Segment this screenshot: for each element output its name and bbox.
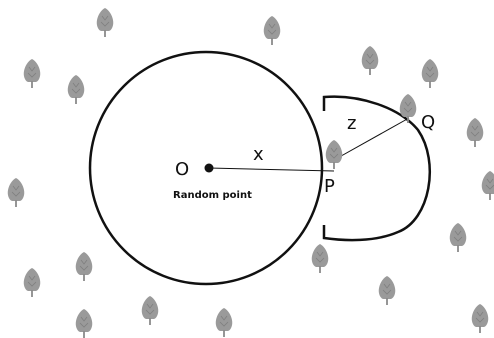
tree-icon <box>23 58 41 89</box>
tree-icon <box>7 177 25 208</box>
distance-z-label: z <box>347 113 356 134</box>
tree-icon <box>378 275 396 306</box>
tree-icon <box>75 308 93 338</box>
tree-icon <box>311 243 329 274</box>
origin-caption: Random point <box>173 190 252 201</box>
point-q-label: Q <box>421 112 435 133</box>
tree-icon <box>215 307 233 338</box>
tree-icon <box>449 222 467 253</box>
tree-icon <box>67 74 85 105</box>
tree-icon <box>471 303 489 334</box>
tree-icon <box>399 93 417 124</box>
tree-field <box>7 7 494 338</box>
tree-icon <box>75 251 93 282</box>
tree-icon <box>481 170 494 201</box>
tree-icon <box>96 7 114 38</box>
distance-line-x <box>208 167 335 172</box>
tree-icon <box>141 295 159 326</box>
tree-icon <box>23 267 41 298</box>
tree-icon <box>263 15 281 46</box>
tree-icon <box>325 139 343 170</box>
origin-dot <box>204 163 214 173</box>
origin-label: O <box>175 159 189 180</box>
distance-x-label: x <box>253 144 264 165</box>
tree-icon <box>361 45 379 76</box>
distance-line-z <box>333 117 410 161</box>
tree-icon <box>421 58 439 89</box>
search-circle <box>88 50 324 286</box>
tree-icon <box>466 117 484 148</box>
point-p-label: P <box>324 176 335 197</box>
exclusion-region <box>322 95 431 242</box>
